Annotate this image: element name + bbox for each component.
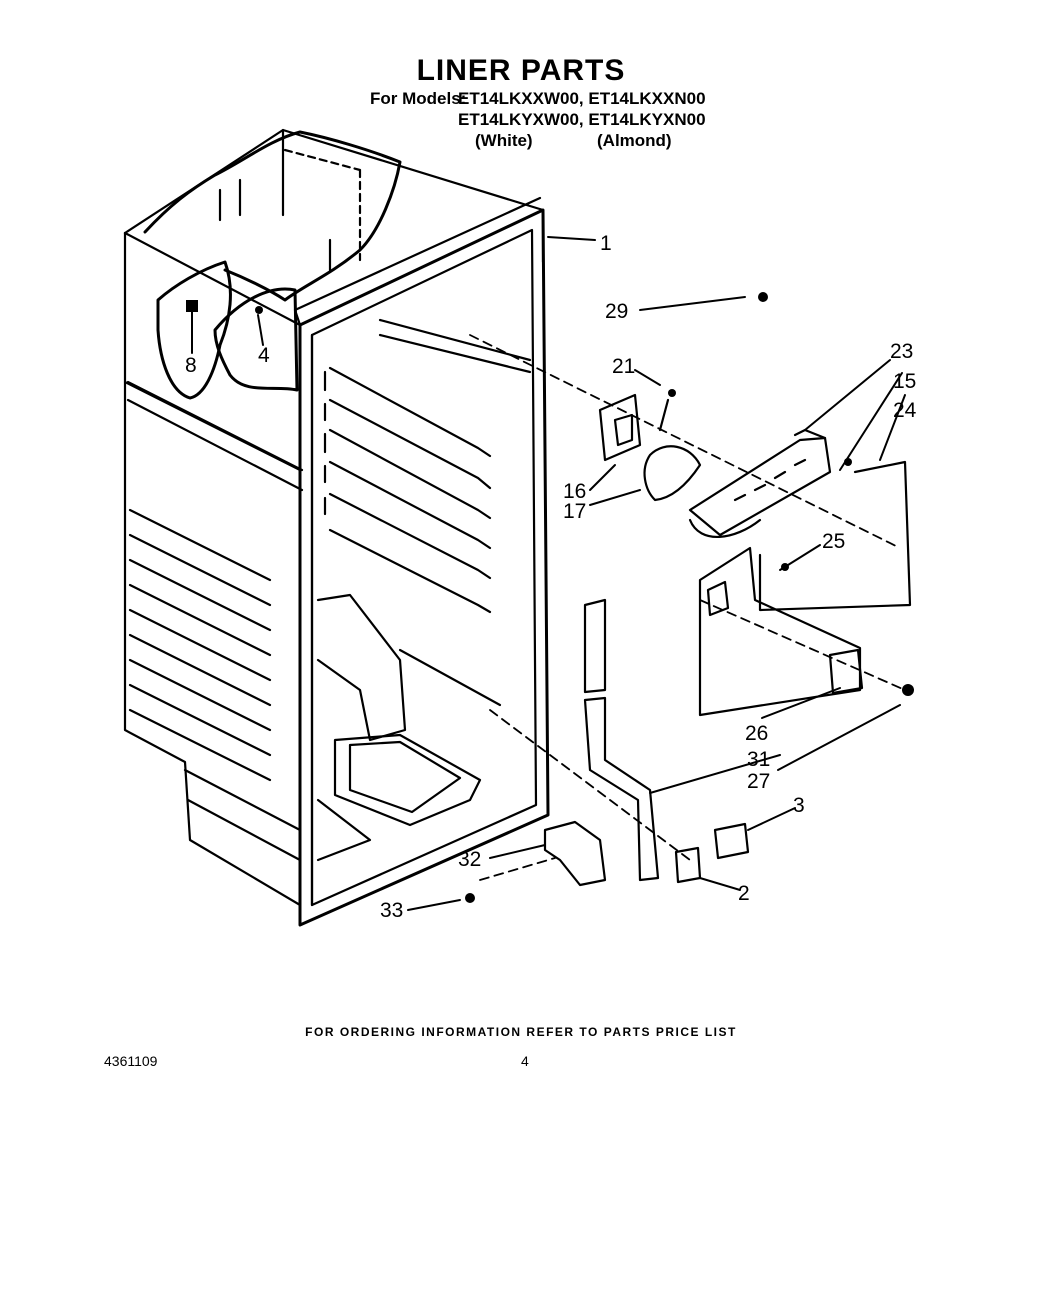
plate-3 xyxy=(713,822,750,860)
screw-21 xyxy=(668,389,676,397)
liner-shelves xyxy=(323,318,532,614)
color-almond-label: (Almond) xyxy=(597,131,672,150)
callout-1: 1 xyxy=(600,232,612,255)
fan-assembly xyxy=(598,393,762,538)
callout-16: 16 xyxy=(563,480,586,503)
liner-frame xyxy=(293,196,550,927)
lower-compartment xyxy=(316,593,502,862)
callout-23: 23 xyxy=(890,340,913,363)
page-title: LINER PARTS xyxy=(416,54,626,87)
color-white-label: (White) xyxy=(475,131,533,150)
callout-31: 31 xyxy=(747,748,770,771)
callout-25: 25 xyxy=(822,530,845,553)
callout-17: 17 xyxy=(563,500,586,523)
grille xyxy=(543,820,607,887)
page-number: 4 xyxy=(521,1053,529,1069)
callout-26: 26 xyxy=(745,722,768,745)
screw-15 xyxy=(844,458,852,466)
callout-24: 24 xyxy=(893,399,917,422)
plate-2 xyxy=(674,846,702,884)
callout-4: 4 xyxy=(258,344,270,367)
callout-15: 15 xyxy=(893,370,916,393)
screw-33 xyxy=(465,893,475,903)
part-8 xyxy=(186,300,198,312)
callout-29: 29 xyxy=(605,300,628,323)
callout-27: 27 xyxy=(747,770,770,793)
assembly-lines xyxy=(469,334,906,881)
callout-33: 33 xyxy=(380,899,403,922)
cabinet-body xyxy=(123,128,545,907)
models-line-2: ET14LKYXW00, ET14LKYXN00 xyxy=(458,110,706,129)
callout-2: 2 xyxy=(738,882,750,905)
clip-29 xyxy=(758,292,768,302)
models-line-1: ET14LKXXW00, ET14LKXXN00 xyxy=(458,89,706,108)
plug-27 xyxy=(902,684,914,696)
air-duct xyxy=(583,598,660,882)
callout-3: 3 xyxy=(793,794,805,817)
plate-26 xyxy=(828,648,864,695)
ordering-note: FOR ORDERING INFORMATION REFER TO PARTS … xyxy=(305,1025,737,1039)
document-number: 4361109 xyxy=(104,1053,158,1069)
evaporator-cover xyxy=(698,460,912,717)
callout-32: 32 xyxy=(458,848,481,871)
models-label: For Models: xyxy=(370,89,467,108)
callout-8: 8 xyxy=(185,354,197,377)
screw-25 xyxy=(781,563,789,571)
callout-21: 21 xyxy=(612,355,635,378)
callout-labels: 1 29 21 23 15 24 16 17 25 8 4 26 31 27 3… xyxy=(185,232,917,922)
evaporator xyxy=(688,428,832,537)
part-4 xyxy=(255,306,263,314)
leader-arrows xyxy=(191,236,906,911)
